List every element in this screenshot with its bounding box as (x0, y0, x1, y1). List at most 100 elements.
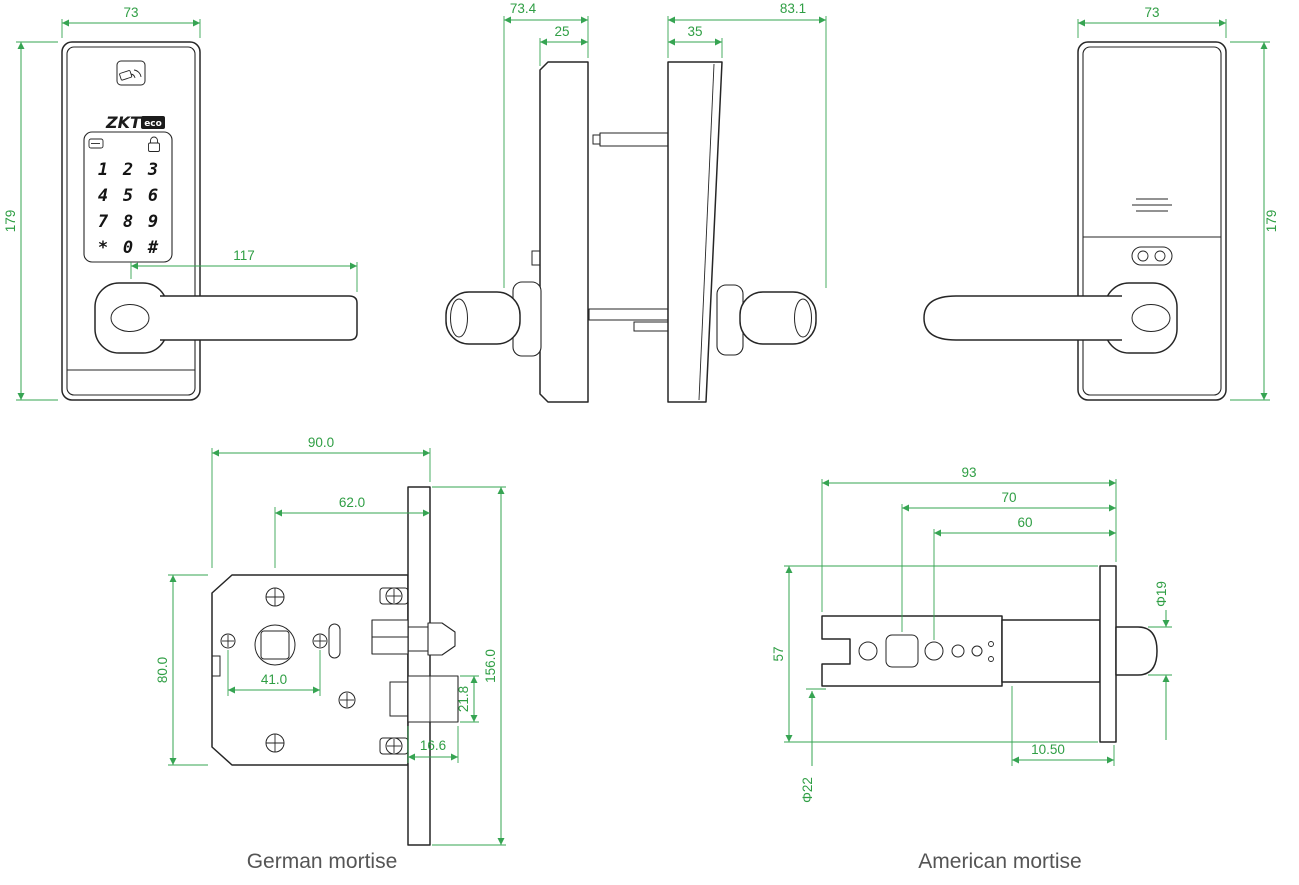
front-handle-boss (94, 282, 168, 354)
back-handle (923, 282, 1178, 354)
dim-side-back-total: 83.1 (667, 1, 827, 288)
through-bolt (599, 132, 669, 147)
dim-text-german-deadbolt-throw: 16.6 (420, 738, 446, 753)
german-deadbolt (389, 675, 459, 723)
dim-text-side-front-total: 73.4 (510, 1, 537, 16)
dim-text-american-plate-offset: 10.50 (1031, 742, 1065, 757)
german-faceplate (407, 486, 431, 846)
front-handle-oval (110, 304, 150, 332)
dim-german-faceplate-height: 156.0 (432, 486, 506, 846)
american-mortise: 93 70 60 57 Φ19 Φ22 (771, 465, 1172, 873)
key-hash[interactable]: # (147, 238, 159, 258)
american-mortise-label: American mortise (918, 850, 1081, 873)
lock-icon (148, 136, 160, 152)
side-front-handle-tip (450, 298, 468, 338)
side-front-handle-lever (445, 291, 521, 345)
through-bolt-cap (592, 134, 601, 145)
american-tube (1001, 619, 1101, 683)
dim-german-backset: 62.0 (274, 495, 430, 568)
side-back-handle-tip (794, 298, 812, 338)
dim-text-german-hole-spacing: 41.0 (261, 672, 287, 687)
brand-logo-box (141, 116, 165, 129)
american-latch-bolt (1115, 626, 1158, 676)
key-4[interactable]: 4 (98, 186, 108, 206)
side-views: 73.4 25 83.1 35 (445, 1, 827, 403)
dim-text-german-backset: 62.0 (339, 495, 365, 510)
dim-text-american-backset-70: 70 (1001, 490, 1016, 505)
key-7[interactable]: 7 (98, 212, 109, 232)
front-handle-lever (160, 295, 358, 341)
dim-text-american-total: 93 (961, 465, 976, 480)
dim-american-faceplate-height: 57 (771, 565, 1098, 743)
key-2[interactable]: 2 (122, 160, 133, 180)
dim-german-case-height: 80.0 (155, 574, 208, 766)
dim-text-german-faceplate-height: 156.0 (483, 649, 498, 683)
dim-german-case-depth: 90.0 (211, 435, 431, 568)
front-view: ZKT eco 1 2 3 4 5 6 7 8 9 * 0 # (3, 5, 358, 401)
dim-american-backset-70: 70 (901, 490, 1116, 632)
dim-handle-length: 117 (130, 248, 358, 292)
side-front-body (539, 61, 589, 403)
dim-text-german-case-height: 80.0 (155, 657, 170, 683)
german-edge-notch (211, 655, 221, 677)
key-0[interactable]: 0 (123, 238, 133, 258)
dim-german-hole-spacing: 41.0 (227, 650, 321, 696)
front-handle (94, 282, 358, 354)
keypad-keys: 1 2 3 4 5 6 7 8 9 * 0 # (98, 160, 159, 258)
dim-text-american-bolt-diameter: Φ19 (1154, 581, 1169, 607)
key-1[interactable]: 1 (98, 160, 108, 180)
dim-text-german-deadbolt-height: 21.8 (456, 686, 471, 712)
dim-side-back-body: 35 (668, 24, 723, 58)
german-mortise-label: German mortise (247, 850, 398, 873)
card-reader-icon (116, 60, 146, 86)
dim-text-american-tube-diameter: Φ22 (800, 777, 815, 803)
dim-back-height: 179 (1230, 41, 1279, 401)
dim-text-american-faceplate-height: 57 (771, 646, 786, 661)
brand-logo: ZKT eco (105, 113, 165, 132)
key-5[interactable]: 5 (123, 186, 133, 206)
dim-german-deadbolt-height: 21.8 (456, 675, 479, 723)
dim-text-side-back-body: 35 (687, 24, 702, 39)
dim-american-backset-60: 60 (933, 515, 1116, 640)
dim-text-back-width: 73 (1144, 5, 1159, 20)
back-view: 73 179 (923, 5, 1279, 401)
dim-text-back-height: 179 (1264, 210, 1279, 233)
dim-american-tube-diameter: Φ22 (800, 688, 826, 803)
dim-front-width: 73 (61, 5, 201, 38)
spindle-bar-lower (633, 321, 669, 332)
german-spindle-hub (254, 624, 296, 666)
dim-side-front-total: 73.4 (503, 1, 589, 288)
card-icon (88, 138, 104, 149)
brand-logo-sub: eco (144, 119, 162, 129)
german-screws (265, 587, 403, 755)
german-case (211, 574, 409, 766)
key-3[interactable]: 3 (147, 160, 158, 180)
dim-text-side-front-body: 25 (554, 24, 569, 39)
dim-text-side-back-total: 83.1 (780, 1, 806, 16)
brand-logo-main: ZKT (105, 113, 142, 132)
key-star[interactable]: * (98, 238, 108, 258)
back-handle-oval (1131, 304, 1171, 332)
back-handle-lever (923, 295, 1122, 341)
key-9[interactable]: 9 (148, 212, 158, 232)
dim-front-height: 179 (3, 41, 58, 401)
american-spindle-hole (885, 634, 919, 668)
side-back-inner-line (698, 63, 715, 401)
battery-indicator (1131, 246, 1173, 266)
dim-text-american-backset-60: 60 (1017, 515, 1032, 530)
german-mortise: 90.0 62.0 80.0 41.0 156.0 (155, 435, 506, 873)
key-6[interactable]: 6 (148, 186, 158, 206)
speaker-grille (1132, 198, 1172, 212)
german-fixing-holes (220, 623, 341, 659)
dim-american-bolt-diameter: Φ19 (1148, 581, 1172, 740)
keypad-panel (83, 131, 173, 263)
dim-back-width: 73 (1077, 5, 1227, 38)
side-back-body (667, 61, 723, 403)
key-8[interactable]: 8 (123, 212, 133, 232)
spindle-bar (588, 308, 669, 321)
dim-text-german-case-depth: 90.0 (308, 435, 334, 450)
dim-american-total-length: 93 (821, 465, 1117, 612)
dim-side-front-body: 25 (539, 24, 588, 66)
